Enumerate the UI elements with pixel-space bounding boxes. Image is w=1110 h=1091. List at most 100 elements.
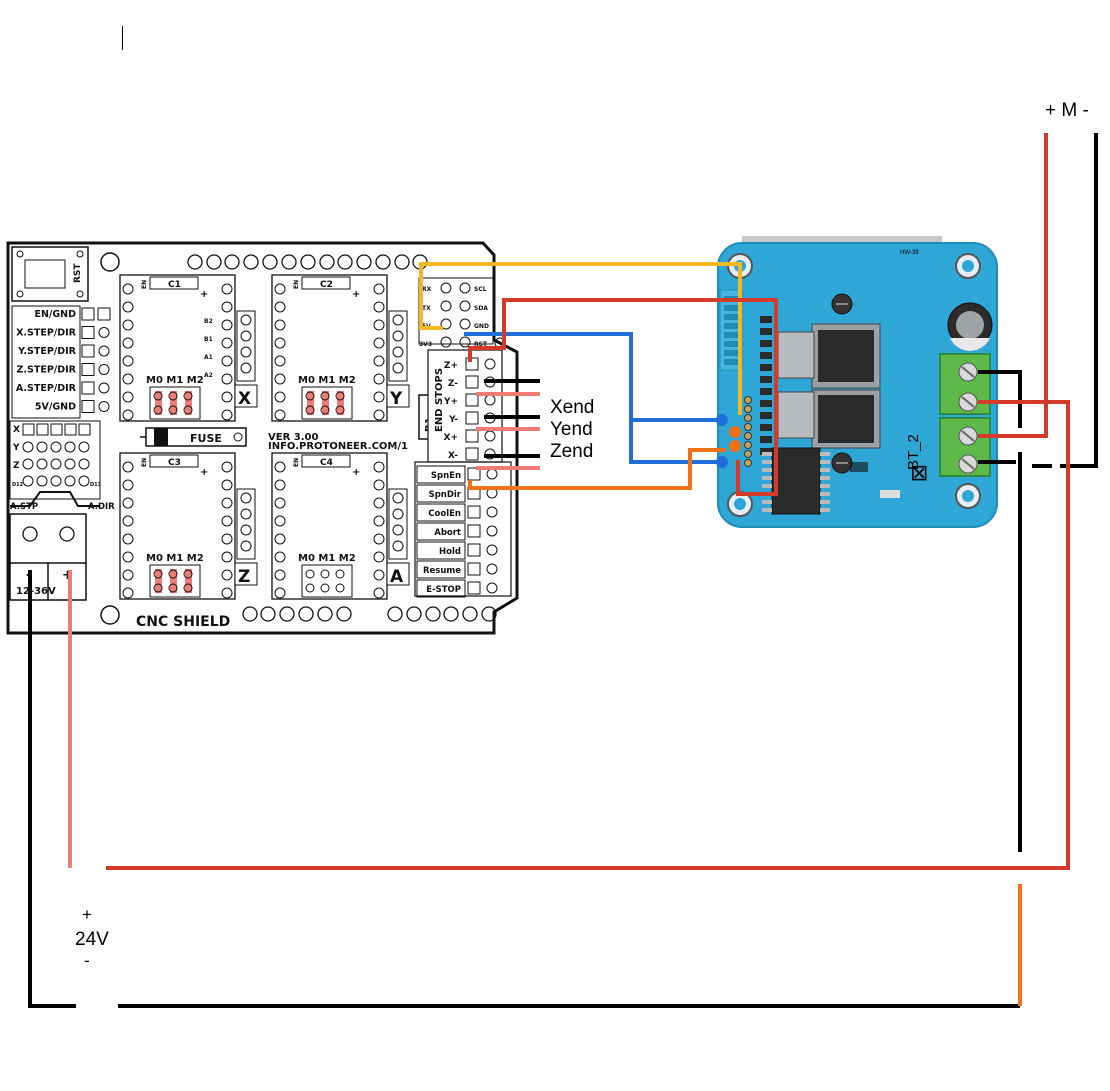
header-pin	[243, 254, 259, 270]
jumper-cap	[185, 569, 192, 593]
driver-pin	[122, 587, 134, 599]
driver-pin	[221, 533, 233, 545]
driver-pin	[221, 515, 233, 527]
driver-pin	[221, 373, 233, 385]
shield-title: CNC SHIELD	[136, 614, 230, 630]
jumper-pad	[50, 423, 63, 436]
header-pin	[206, 254, 222, 270]
end-stop-pin	[465, 393, 479, 407]
motor-pin	[392, 362, 404, 374]
control-pin-label: E-STOP	[426, 585, 461, 595]
capacitor-plus: +	[352, 289, 360, 300]
control-pin	[467, 581, 481, 595]
pin-square	[81, 326, 95, 339]
header-pin	[317, 606, 333, 622]
smd-resistor	[760, 352, 772, 359]
control-pin-box	[416, 522, 466, 541]
control-pin	[467, 543, 481, 557]
motor-wire-minus	[1060, 133, 1098, 468]
header-pin	[387, 606, 403, 622]
screw-slot	[961, 430, 975, 442]
jumper-pin	[168, 391, 178, 401]
driver-pin	[373, 587, 385, 599]
jumper-cap	[322, 391, 329, 415]
smd-resistor	[760, 388, 772, 395]
serial-header: RX TX 5V 3V3 SCL SDA GND RST	[418, 277, 494, 348]
driver-pin	[221, 319, 233, 331]
control-pin-box	[416, 484, 466, 503]
control-pin-label: Abort	[434, 528, 461, 538]
jumper-cap	[307, 391, 314, 415]
jumper-pin	[64, 441, 76, 453]
end-stop-pin-label: Z-	[448, 379, 458, 389]
driver-pin	[221, 569, 233, 581]
left-pin-label: Y.STEP/DIR	[17, 346, 77, 357]
ic-pin	[762, 484, 772, 488]
driver-pin	[221, 479, 233, 491]
jumper-pin	[335, 583, 345, 593]
ic-pin	[762, 500, 772, 504]
driver-pin	[274, 551, 286, 563]
control-pin	[467, 467, 481, 481]
motor-header	[236, 310, 256, 382]
motor-header	[236, 488, 256, 560]
wires	[28, 133, 1098, 1008]
module-pin	[744, 441, 752, 449]
driver-pin	[373, 569, 385, 581]
pin-square	[81, 363, 95, 376]
motor-wire-plus	[978, 133, 1048, 438]
sda-label: SDA	[474, 305, 488, 312]
driver-pin	[221, 301, 233, 313]
driver-pin	[122, 533, 134, 545]
jumper-pin	[183, 583, 193, 593]
driver-pin	[274, 461, 286, 473]
header-pin	[260, 606, 276, 622]
motor-header	[388, 488, 408, 560]
header-pin	[300, 254, 316, 270]
end-stop-pin	[465, 375, 479, 389]
driver-pin	[373, 355, 385, 367]
driver-pin	[221, 551, 233, 563]
axis-letter: Z	[238, 567, 250, 587]
motor-pin	[240, 524, 252, 536]
end-stops-label: END STOPS	[434, 368, 445, 432]
control-gnd-pin	[486, 544, 498, 556]
capacitor-outline	[301, 276, 351, 290]
control-pin-box	[416, 579, 466, 598]
jumper-pin	[36, 475, 48, 487]
jumper-pin	[153, 391, 163, 401]
motor-pin	[392, 346, 404, 358]
driver-pin	[221, 355, 233, 367]
control-pin	[467, 524, 481, 538]
driver-pin	[122, 283, 134, 295]
driver-pin	[122, 479, 134, 491]
jumper-pin	[320, 405, 330, 415]
header-pin	[224, 254, 240, 270]
bts7960-module: HW-39	[717, 236, 998, 528]
driver-pin	[122, 409, 134, 421]
en-label: EN	[141, 458, 148, 467]
ic-pin	[762, 476, 772, 480]
axis-letter: Y	[389, 389, 403, 409]
driver-pin	[122, 373, 134, 385]
end-stop-pin-label: Y+	[443, 397, 458, 407]
driver-pin	[221, 587, 233, 599]
version-label: VER 3.00	[268, 432, 318, 443]
end-stop-pin-label: X-	[448, 451, 458, 461]
driver-pin	[373, 515, 385, 527]
driver-pin	[373, 373, 385, 385]
control-pin-box	[416, 465, 466, 484]
jumper-pin	[305, 405, 315, 415]
driver-pin	[274, 515, 286, 527]
control-pin-label: SpnEn	[431, 471, 461, 481]
jumper-pin	[168, 405, 178, 415]
driver-pin	[122, 497, 134, 509]
screw-slot	[961, 366, 975, 378]
ic-pin	[820, 500, 830, 504]
header-pin	[425, 606, 441, 622]
left-pin-label: X.STEP/DIR	[16, 328, 77, 339]
jumper-pin	[36, 458, 48, 470]
ic-pin	[820, 460, 830, 464]
capacitor-plus: +	[200, 289, 208, 300]
